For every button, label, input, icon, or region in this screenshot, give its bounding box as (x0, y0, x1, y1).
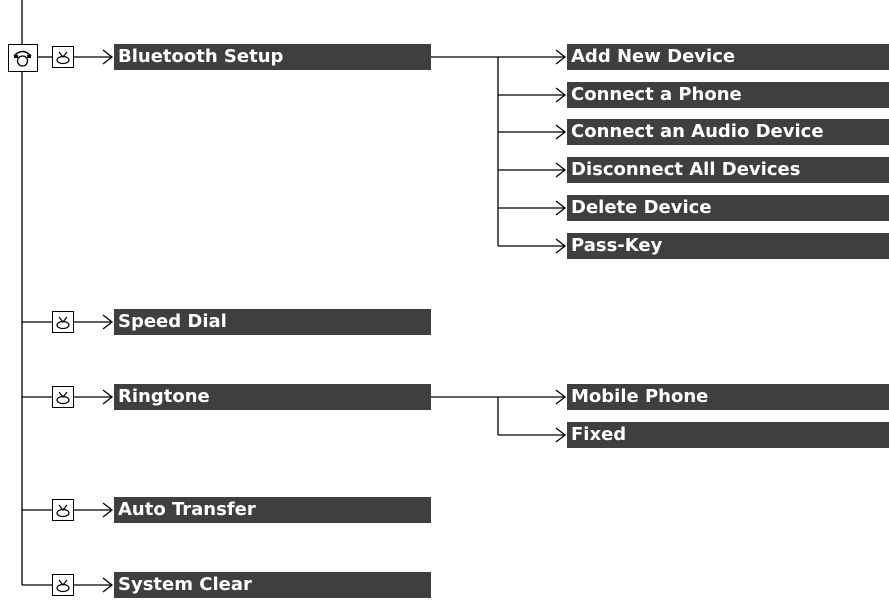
phone-button-icon[interactable] (8, 44, 38, 72)
menu-item-ringtone[interactable]: Ringtone (114, 384, 431, 410)
submenu-item-delete-device[interactable]: Delete Device (567, 195, 889, 221)
interface-dial-icon[interactable] (52, 46, 74, 68)
submenu-item-add-new-device[interactable]: Add New Device (567, 44, 889, 70)
menu-item-system-clear[interactable]: System Clear (114, 572, 431, 598)
submenu-item-fixed[interactable]: Fixed (567, 422, 889, 448)
interface-dial-icon[interactable] (52, 499, 74, 521)
submenu-item-connect-an-audio-device[interactable]: Connect an Audio Device (567, 119, 889, 145)
menu-item-speed-dial[interactable]: Speed Dial (114, 309, 431, 335)
interface-dial-icon[interactable] (52, 574, 74, 596)
interface-dial-icon[interactable] (52, 311, 74, 333)
menu-item-auto-transfer[interactable]: Auto Transfer (114, 497, 431, 523)
menu-item-bluetooth-setup[interactable]: Bluetooth Setup (114, 44, 431, 70)
submenu-item-mobile-phone[interactable]: Mobile Phone (567, 384, 889, 410)
submenu-item-disconnect-all-devices[interactable]: Disconnect All Devices (567, 157, 889, 183)
interface-dial-icon[interactable] (52, 386, 74, 408)
submenu-item-connect-a-phone[interactable]: Connect a Phone (567, 82, 889, 108)
submenu-item-pass-key[interactable]: Pass-Key (567, 233, 889, 259)
